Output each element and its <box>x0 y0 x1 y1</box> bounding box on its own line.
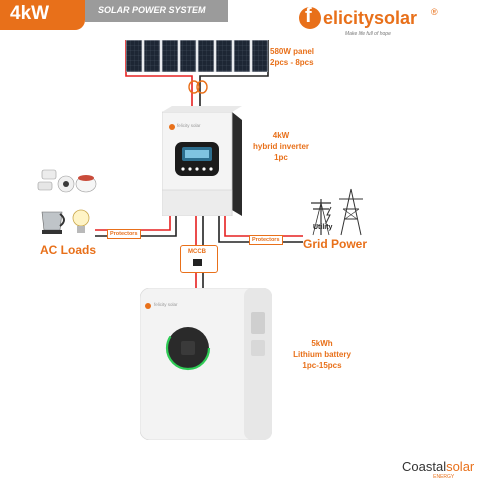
battery-label-line1: 5kWh <box>311 339 333 348</box>
inverter-brand: felicity solar <box>177 123 201 128</box>
ac-loads-appliances <box>36 168 106 238</box>
felicity-logo: f elicitysolar ® Make life full of hope <box>299 5 499 42</box>
battery-label-line2: Lithium battery <box>293 350 351 359</box>
coastalsolar-logo-orange: solar <box>446 459 475 474</box>
coastalsolar-logo-sub: ENERGY <box>433 474 455 480</box>
inverter-label-line2: hybrid inverter <box>252 142 309 151</box>
inverter-label-line1: 4kW <box>272 131 290 140</box>
header-title: SOLAR POWER SYSTEM <box>98 5 206 15</box>
battery-label-line3: 1pc-15pcs <box>302 361 342 370</box>
felicity-logo-mark <box>299 7 321 29</box>
ac-loads-label: AC Loads <box>40 243 97 257</box>
solar-panel-array <box>125 39 269 73</box>
felicity-logo-name: elicitysolar <box>323 8 418 28</box>
panel-label: 580W panel 2pcs - 8pcs <box>270 46 314 68</box>
inverter-label-line3: 1pc <box>274 153 288 162</box>
panel-fuse <box>186 80 210 94</box>
grid-tower-icon <box>303 185 368 237</box>
mccb-switch <box>193 259 202 266</box>
header-badge-text: 4kW <box>10 3 50 24</box>
header-badge <box>0 0 85 30</box>
protector-right: Protectors <box>249 235 283 245</box>
battery-label: 5kWh Lithium battery 1pc-15pcs <box>276 338 368 371</box>
inverter-label: 4kW hybrid inverter 1pc <box>236 130 326 163</box>
felicity-logo-reg: ® <box>431 7 438 17</box>
felicity-logo-tagline: Make life full of hope <box>345 31 391 37</box>
header-banner <box>85 0 228 22</box>
panel-label-line1: 580W panel <box>270 47 315 56</box>
utility-label: Utility <box>313 224 333 231</box>
grid-power-label: Grid Power <box>303 237 368 251</box>
lithium-battery: felicity solar <box>139 287 273 441</box>
coastalsolar-logo-dark: Coastal <box>402 459 447 474</box>
felicity-logo-letter: f <box>305 5 312 27</box>
hybrid-inverter: felicity solar <box>161 106 242 217</box>
mccb-label: MCCB <box>188 249 206 255</box>
coastalsolar-logo: Coastalsolar ENERGY <box>402 458 474 480</box>
battery-brand: felicity solar <box>154 302 178 307</box>
protector-left: Protectors <box>107 229 141 239</box>
panel-label-line2: 2pcs - 8pcs <box>270 58 314 67</box>
